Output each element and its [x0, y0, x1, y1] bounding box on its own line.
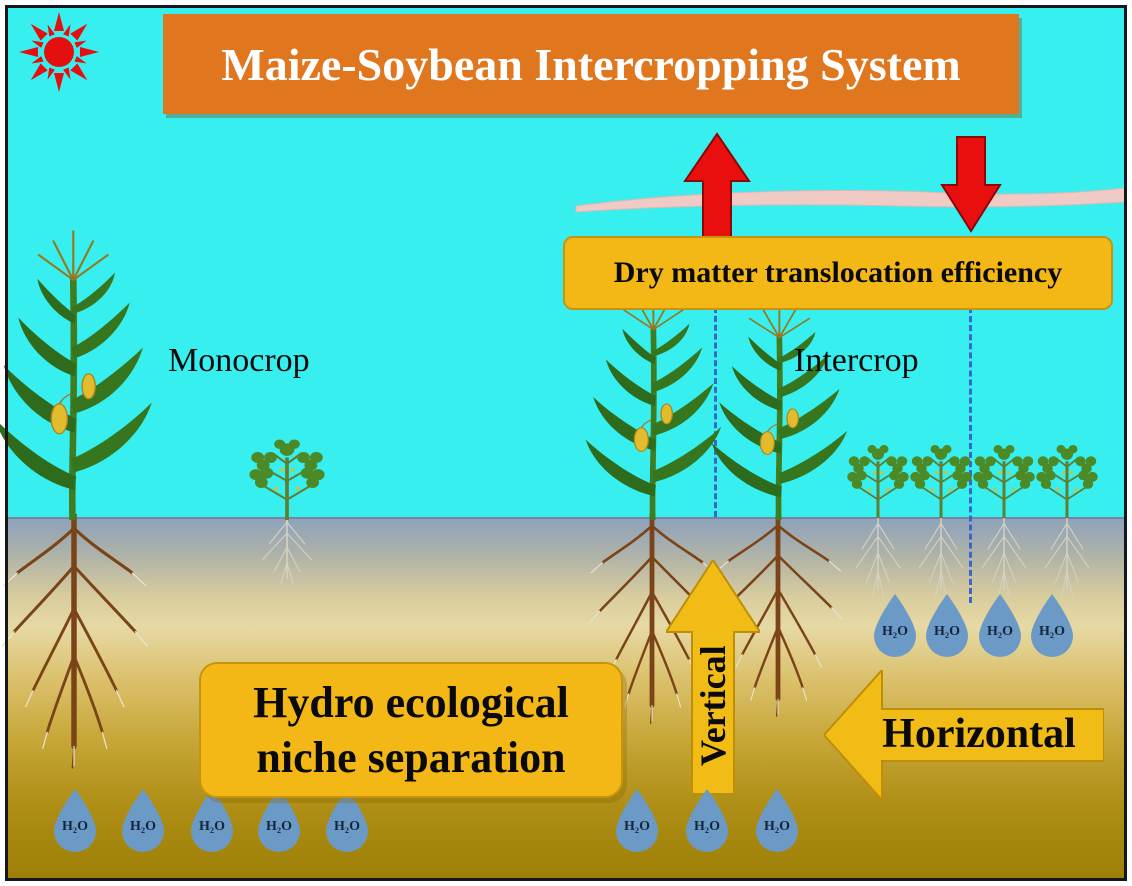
horizontal-arrow-label: Horizontal — [882, 711, 1076, 757]
water-droplet: H₂O — [252, 787, 306, 853]
water-droplet: H₂O — [48, 787, 102, 853]
monocrop-maize-plant — [0, 220, 162, 520]
water-droplet: H₂O — [185, 787, 239, 853]
hydro-niche-box: Hydro ecological niche separation — [199, 662, 623, 798]
hydro-niche-line2: niche separation — [256, 733, 566, 782]
vertical-arrow: Vertical — [664, 558, 762, 795]
vertical-arrow-label: Vertical — [693, 645, 733, 767]
water-droplet: H₂O — [320, 787, 374, 853]
intercrop-soybean-plant-4 — [1022, 440, 1112, 518]
hydro-niche-line1: Hydro ecological — [253, 678, 569, 727]
intercrop-label: Intercrop — [794, 342, 919, 379]
sun-icon — [19, 12, 99, 92]
monocrop-maize-roots — [0, 514, 168, 798]
water-droplet: H₂O — [868, 592, 922, 658]
monocrop-label: Monocrop — [168, 342, 310, 379]
horizontal-arrow: Horizontal — [822, 667, 1105, 803]
title-banner: Maize-Soybean Intercropping System — [163, 14, 1019, 114]
water-droplet: H₂O — [680, 787, 734, 853]
soybean-dashed-line — [969, 307, 972, 603]
water-droplet: H₂O — [1025, 592, 1079, 658]
water-droplet: H₂O — [610, 787, 664, 853]
water-droplet: H₂O — [750, 787, 804, 853]
maize-dashed-line — [714, 307, 717, 517]
monocrop-soybean-roots — [238, 516, 336, 602]
dry-matter-box: Dry matter translocation efficiency — [563, 236, 1113, 310]
dry-matter-label: Dry matter translocation efficiency — [613, 256, 1063, 289]
page-title: Maize-Soybean Intercropping System — [221, 38, 961, 90]
water-droplet: H₂O — [116, 787, 170, 853]
water-droplet: H₂O — [973, 592, 1027, 658]
water-droplet: H₂O — [920, 592, 974, 658]
monocrop-soybean-plant — [232, 434, 342, 520]
